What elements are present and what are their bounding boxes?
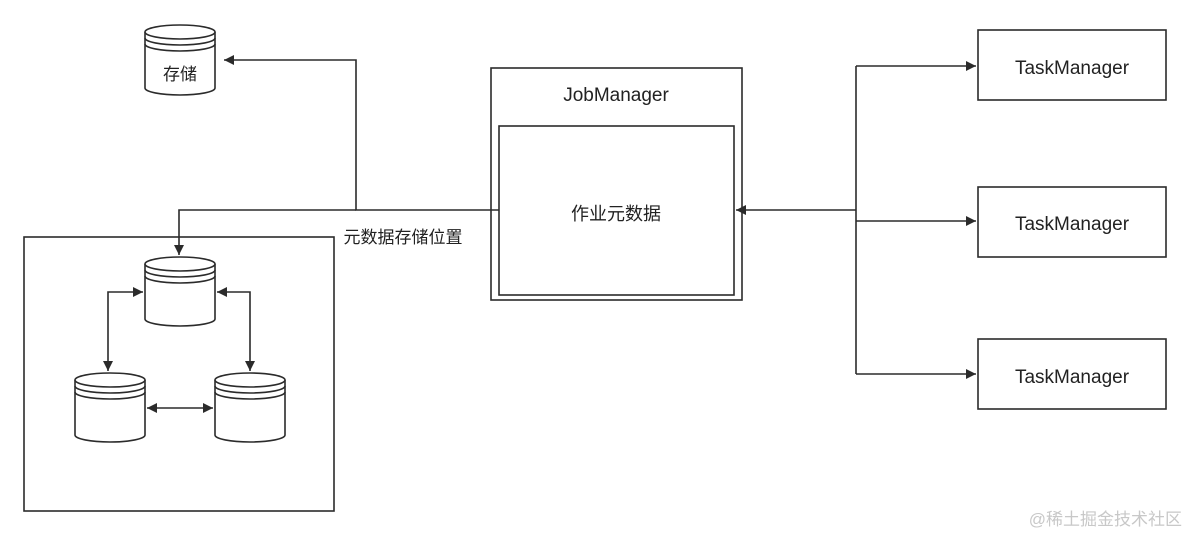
metadata-edge-to-storage — [224, 55, 499, 211]
task-manager-label-2: TaskManager — [1015, 214, 1130, 235]
task-manager-box-1 — [977, 29, 1167, 101]
task-manager-label-3: TaskManager — [1015, 367, 1130, 388]
storage-label: 存储 — [163, 65, 197, 84]
replication-edge-top-left — [103, 287, 143, 371]
metadata-edge-label: 元数据存储位置 — [344, 228, 463, 247]
cluster-node-top — [144, 256, 216, 327]
job-manager-title: JobManager — [563, 85, 669, 106]
job-metadata-label: 作业元数据 — [571, 204, 661, 224]
job-metadata-box — [498, 125, 735, 296]
replication-edge-top-right — [217, 287, 255, 371]
cluster-node-right — [214, 372, 286, 443]
task-manager-label-1: TaskManager — [1015, 58, 1130, 79]
metadata-edge-to-cluster — [174, 209, 356, 255]
task-manager-box-2 — [977, 186, 1167, 258]
watermark: @稀土掘金技术社区 — [1029, 510, 1182, 529]
task-manager-box-3 — [977, 338, 1167, 410]
cluster-node-left — [74, 372, 146, 443]
storage-cylinder — [144, 24, 216, 96]
